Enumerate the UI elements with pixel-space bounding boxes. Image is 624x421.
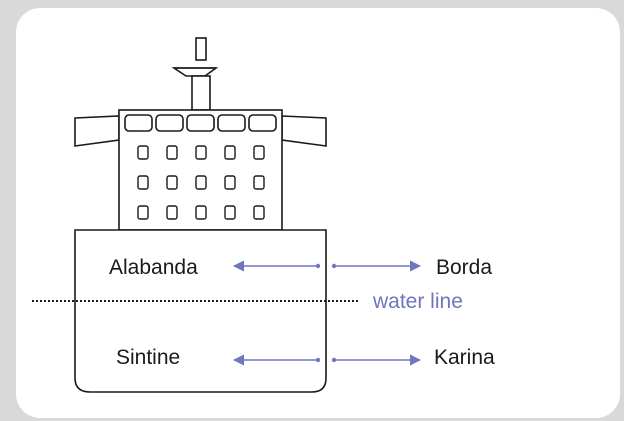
point-borda — [331, 263, 337, 269]
cabin-window — [166, 175, 178, 190]
cabin-window — [224, 205, 236, 220]
cabin-window — [224, 175, 236, 190]
deck-window — [248, 114, 277, 132]
cabin-windows — [137, 145, 265, 220]
cabin-window — [195, 205, 207, 220]
cabin-window — [137, 205, 149, 220]
cabin-window — [253, 175, 265, 190]
cabin-window — [195, 145, 207, 160]
deck-windows — [124, 114, 277, 132]
mast-top — [195, 37, 207, 61]
cabin-window — [224, 145, 236, 160]
cabin-window — [253, 145, 265, 160]
deck-window — [155, 114, 184, 132]
cabin-window — [137, 145, 149, 160]
cabin-window — [166, 145, 178, 160]
point-sintine — [315, 357, 321, 363]
mast-funnel — [171, 67, 219, 77]
label-sintine: Sintine — [116, 346, 181, 369]
cabin-window — [195, 175, 207, 190]
label-water-line: water line — [373, 290, 463, 313]
right-wing — [281, 115, 327, 147]
mast — [171, 37, 219, 111]
label-alabanda: Alabanda — [109, 256, 198, 279]
deck-window — [124, 114, 153, 132]
deck-window — [217, 114, 246, 132]
arrows — [232, 260, 422, 366]
point-karina — [331, 357, 337, 363]
cabin-window — [253, 205, 265, 220]
point-alabanda — [315, 263, 321, 269]
left-wing — [74, 115, 120, 147]
label-borda: Borda — [436, 256, 493, 279]
label-karina: Karina — [434, 346, 495, 369]
hull — [74, 229, 327, 393]
cabin-window — [137, 175, 149, 190]
deck-window — [186, 114, 215, 132]
mast-pole — [191, 75, 211, 111]
cabin-window — [166, 205, 178, 220]
